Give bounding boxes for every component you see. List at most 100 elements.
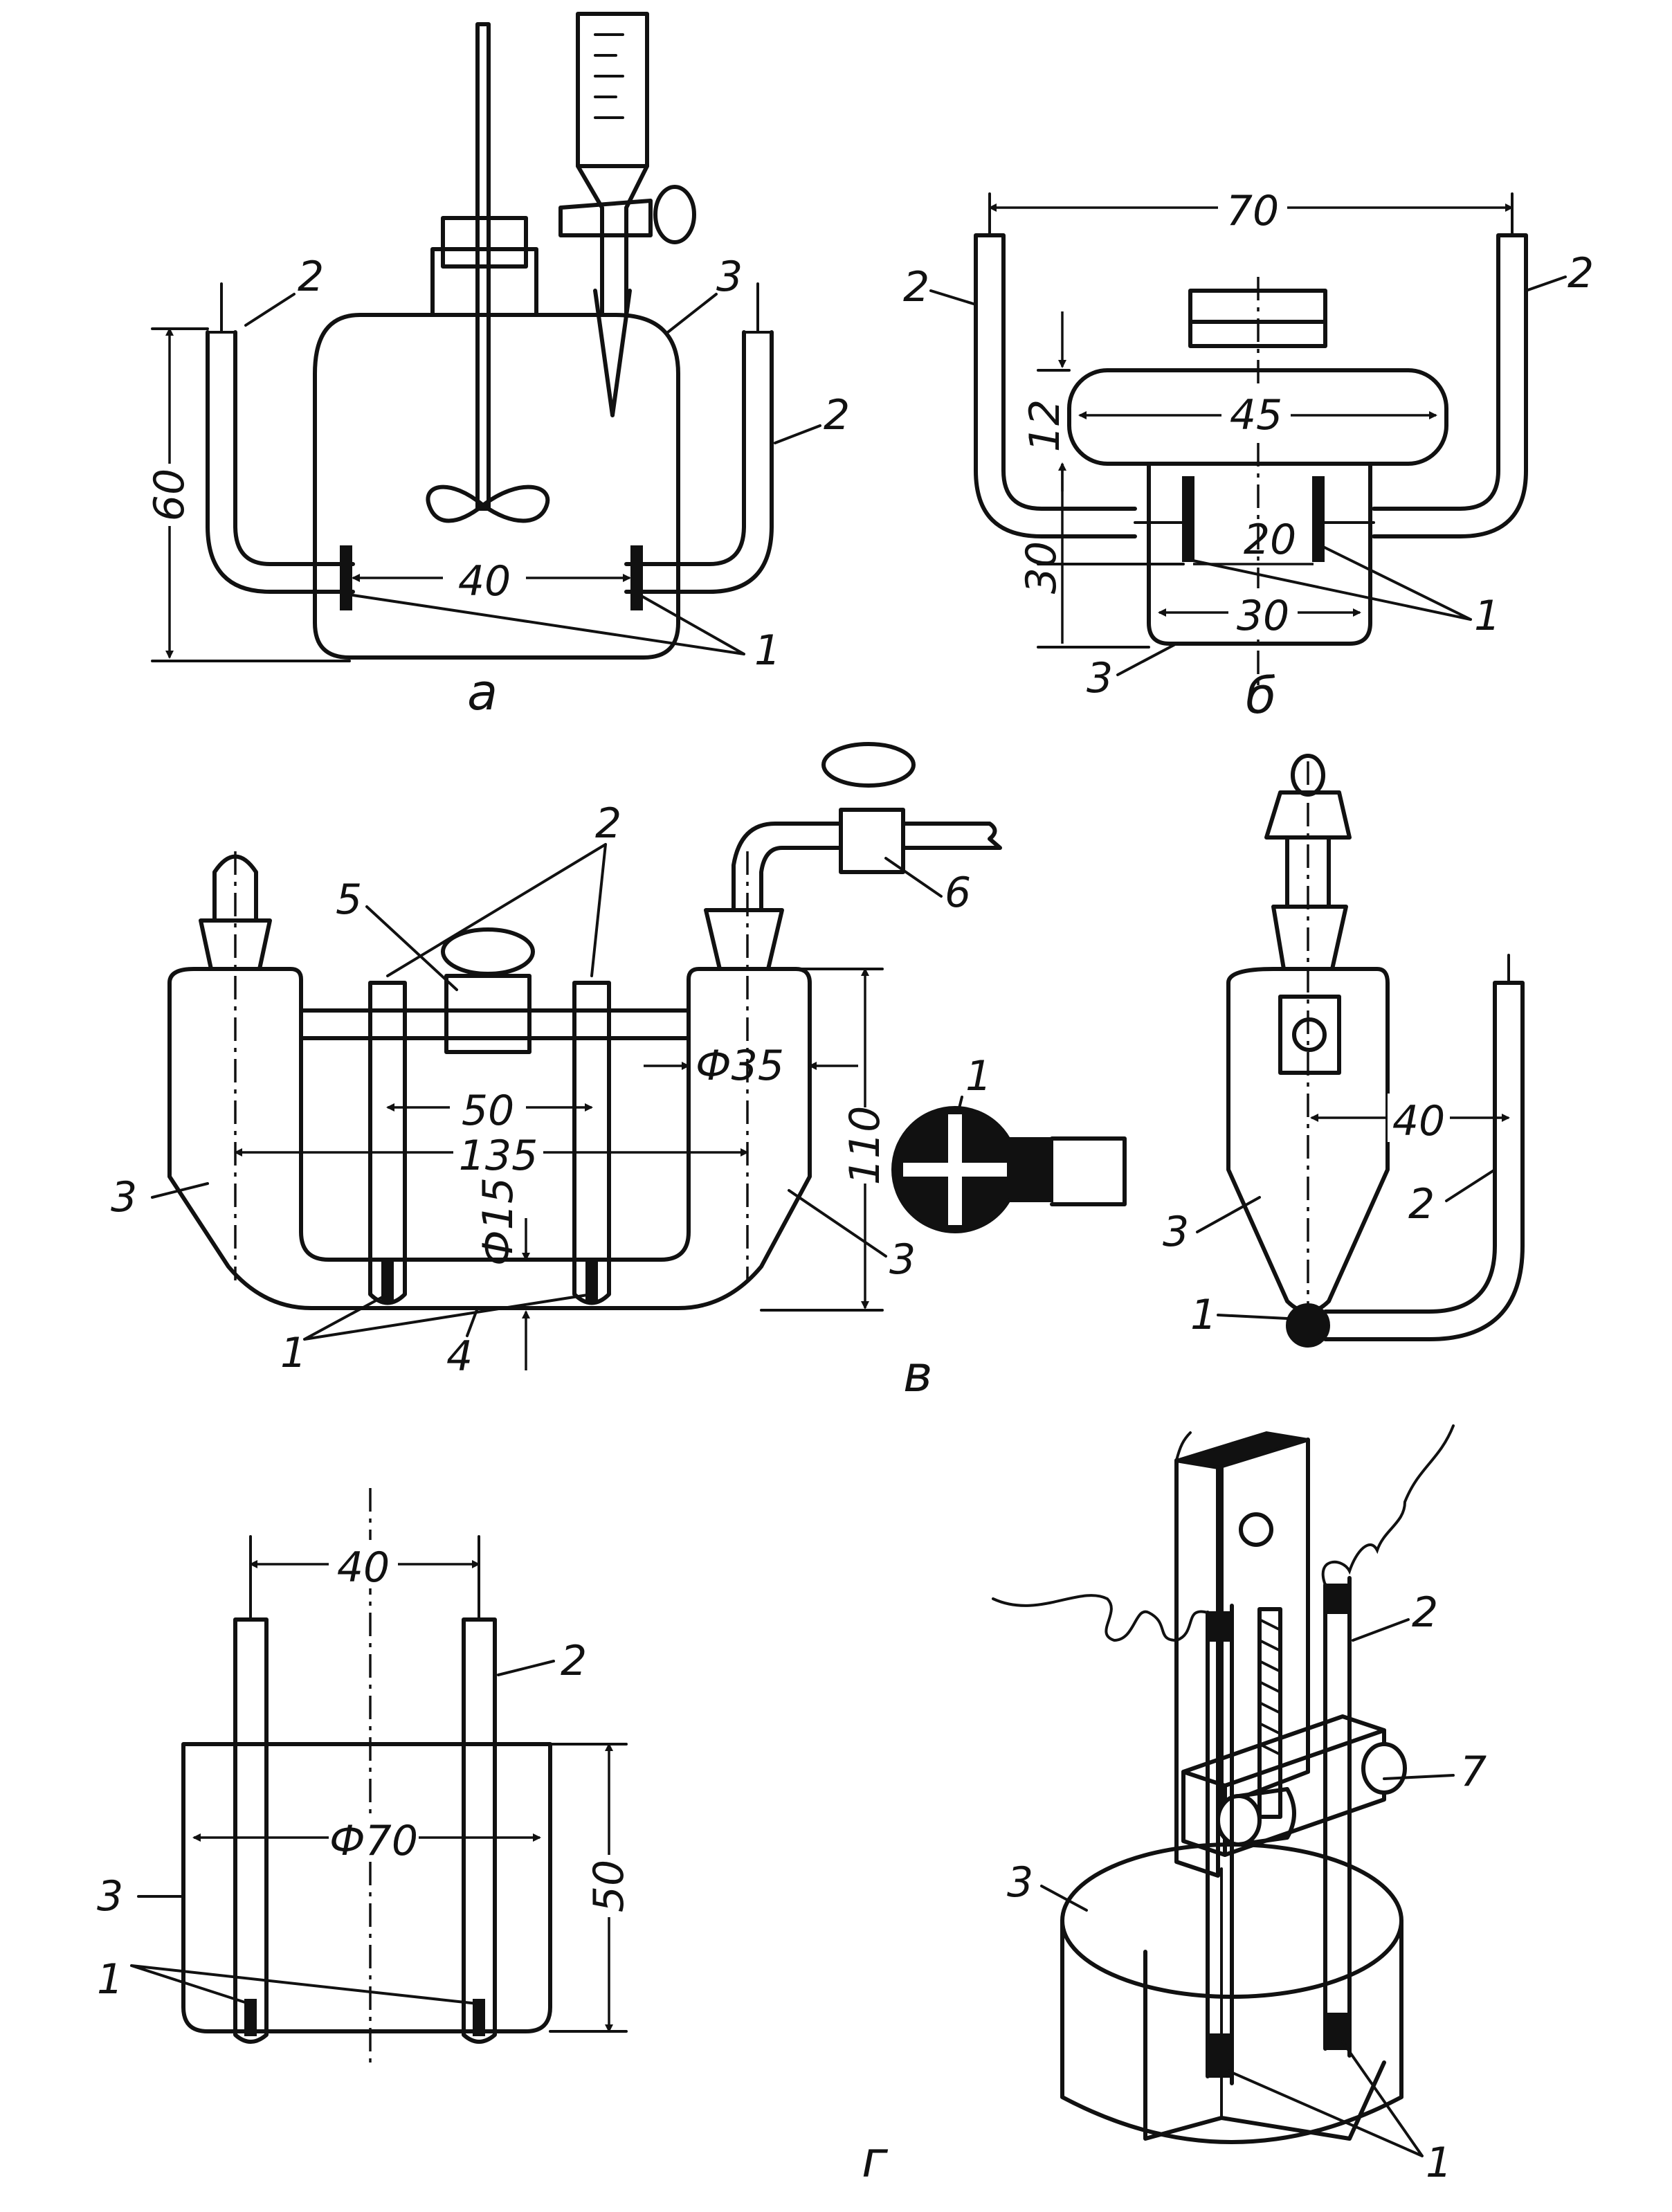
- contact-side-v: [1286, 1303, 1330, 1348]
- panel-g: 40 Ф70 50 2 3 1 г: [97, 1488, 889, 2188]
- electrode-right-g: [462, 1617, 497, 2044]
- stopper-left-v: [199, 918, 272, 971]
- dim-cap-width-b: 45: [1230, 391, 1282, 439]
- electrode-left-v: [368, 981, 407, 1305]
- label-vessel-right-v: 3: [889, 1235, 916, 1284]
- vessel-a: [313, 313, 680, 660]
- electrode-right-v: [572, 981, 611, 1305]
- label-side-electrode-v: 2: [1408, 1180, 1435, 1229]
- contact-left-g: [244, 1999, 257, 2036]
- dim-length-v: 135: [459, 1132, 538, 1180]
- dim-height-a: 60: [145, 469, 194, 521]
- label-electrode-left-b: 2: [903, 263, 929, 311]
- label-side-contact-v: 1: [1190, 1291, 1217, 1339]
- vessel-body-iso: [1060, 1919, 1403, 2144]
- label-stopcock-5-v: 5: [336, 876, 362, 924]
- stopcock-5-v: [444, 974, 531, 1054]
- burette-a: [576, 12, 649, 168]
- contact-right-g: [473, 1999, 485, 2036]
- propeller-a: [426, 484, 550, 523]
- label-channel-v: 4: [446, 1332, 473, 1381]
- electrode-left-b: [974, 233, 1137, 538]
- stopcock-handle-a: [653, 185, 696, 244]
- dim-base-height-b: 30: [1017, 541, 1066, 594]
- stirrer-rod-a: [475, 22, 491, 511]
- label-vessel-a: 3: [716, 253, 743, 301]
- label-vessel-iso: 3: [1007, 1858, 1033, 1907]
- electrode-side-v: [1323, 981, 1525, 1341]
- dim-channel-diameter-v: Ф15: [474, 1177, 522, 1266]
- electrode-left-iso: [1206, 1604, 1234, 2085]
- panel-g-iso: 2 7 3 1: [992, 1424, 1487, 2187]
- label-vessel-g: 3: [97, 1872, 123, 1921]
- electrode-left-g: [233, 1617, 269, 2044]
- dim-diameter-g: Ф70: [329, 1817, 418, 1865]
- panel-v-side: 40 2 3 1: [1163, 754, 1525, 1348]
- label-electrode-iso: 2: [1412, 1588, 1438, 1637]
- contact-lead-detail: [1009, 1137, 1053, 1202]
- stopcock-6-handle-v: [821, 742, 916, 788]
- dim-side-diameter-v: Ф35: [696, 1042, 784, 1090]
- caption-g: г: [862, 2130, 889, 2188]
- contact-left-b: [1182, 476, 1194, 562]
- vessel-g: [181, 1742, 552, 2033]
- label-contacts-b: 1: [1474, 592, 1500, 640]
- label-contacts-a: 1: [754, 626, 781, 675]
- dim-width-b: 70: [1226, 187, 1279, 235]
- dim-base-width-b: 30: [1237, 592, 1289, 640]
- dim-height-g: 50: [585, 1860, 633, 1912]
- dim-spacing-a: 40: [458, 557, 511, 606]
- panel-b: 70 45 12 30 30 20 2 2 1 3 б: [903, 183, 1594, 725]
- dim-spacing-g: 40: [337, 1543, 390, 1592]
- burette-tip-a: [576, 164, 649, 317]
- caption-v: в: [903, 1345, 932, 1403]
- caption-a: а: [467, 663, 498, 721]
- label-contacts-g: 1: [97, 1955, 123, 2004]
- electrode-right-b: [1372, 233, 1528, 538]
- label-side-vessel-v: 3: [1163, 1208, 1189, 1256]
- contact-left-a: [340, 545, 352, 610]
- connecting-tube-v: [299, 1008, 691, 1040]
- label-electrode-right-a: 2: [824, 391, 850, 439]
- electrode-left-a: [206, 330, 355, 594]
- label-contacts-iso: 1: [1426, 2139, 1452, 2187]
- dim-gap-b: 20: [1244, 516, 1296, 564]
- contact-detail-v: 1: [891, 1052, 1127, 1233]
- stopcock-a: [558, 199, 653, 237]
- vessel-b: [1147, 462, 1372, 646]
- burette-capillary-a: [593, 289, 632, 417]
- dim-spacing-v: 50: [462, 1087, 514, 1135]
- stopcock-5-handle-v: [441, 927, 535, 976]
- panel-v: 50 135 Ф35 Ф15 110 2 5 6 3 3 1 4 в: [111, 742, 1002, 1403]
- contact-right-a: [630, 545, 643, 610]
- contact-tube-detail: [1050, 1136, 1127, 1206]
- wire-left-iso: [992, 1594, 1209, 1642]
- label-holder-iso: 7: [1460, 1748, 1487, 1796]
- label-contacts-v: 1: [280, 1329, 307, 1377]
- label-electrode-right-b: 2: [1568, 249, 1594, 298]
- contact-right-b: [1312, 476, 1325, 562]
- label-contact-detail: 1: [965, 1052, 992, 1100]
- electrode-right-iso: [1323, 1576, 1352, 2058]
- stirrer-stopper-a: [441, 216, 528, 269]
- label-vessel-b: 3: [1087, 654, 1113, 702]
- label-electrode-left-a: 2: [298, 253, 324, 301]
- contact-left-v: [381, 1258, 394, 1303]
- caption-b: б: [1246, 667, 1276, 725]
- burette-scale-a: [594, 33, 624, 119]
- stirrer-neck-a: [430, 247, 538, 317]
- nut-iso: [1239, 1512, 1273, 1547]
- stopcock-6-v: [839, 808, 905, 874]
- contact-right-v: [585, 1258, 598, 1303]
- stopper-right-v: [704, 908, 784, 971]
- dim-side-spacing-v: 40: [1392, 1097, 1445, 1145]
- side-arm-v: [732, 822, 843, 912]
- label-vessel-left-v: 3: [111, 1173, 137, 1222]
- panel-a: 40 60 2 3 2 1 а: [145, 12, 850, 721]
- label-stopcock-6-v: 6: [945, 869, 971, 917]
- clamp-top-iso: [1181, 1714, 1386, 1788]
- dim-height-v: 110: [841, 1106, 889, 1186]
- outlet-v: [901, 822, 1002, 850]
- contact-right-iso: [1324, 2013, 1351, 2050]
